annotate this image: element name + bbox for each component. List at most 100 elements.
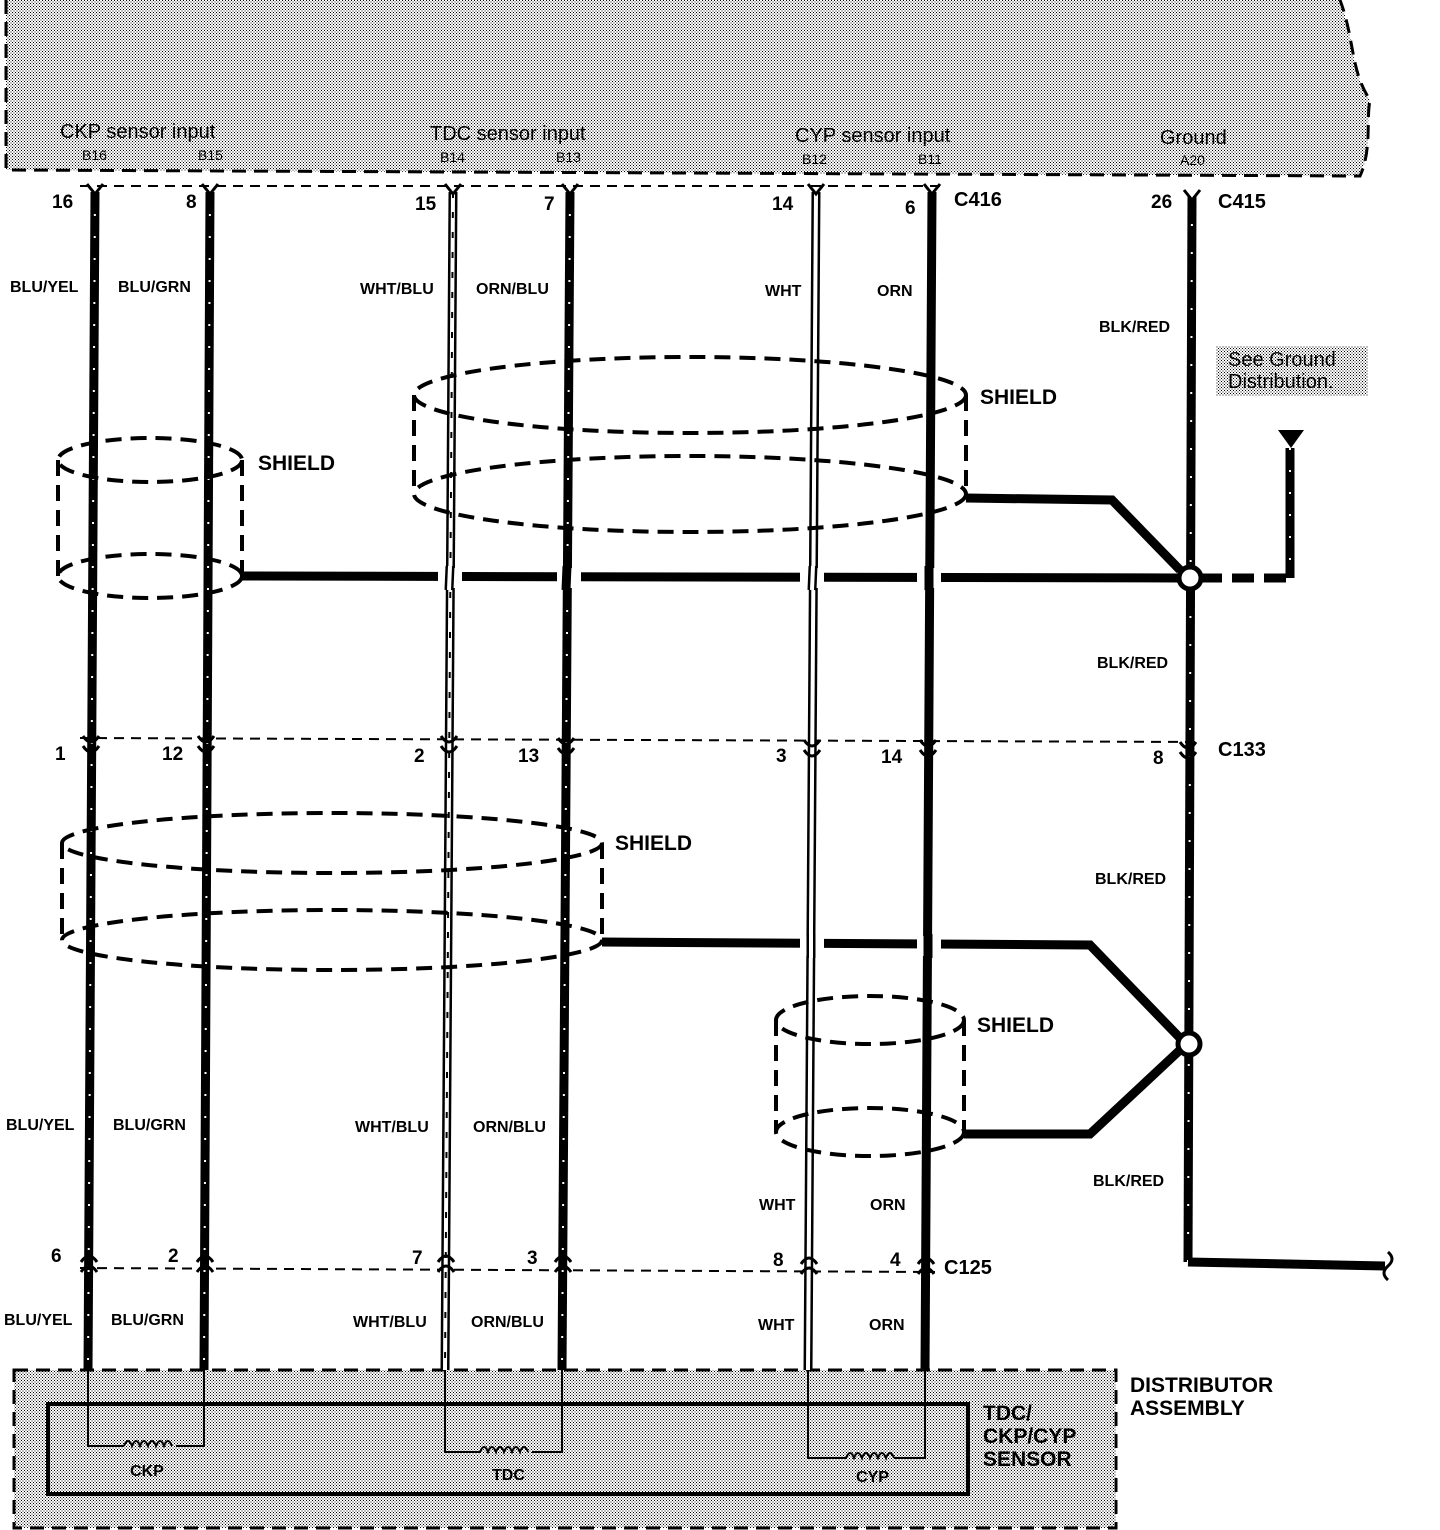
pin-c125-ckp-b: 2 bbox=[168, 1246, 179, 1267]
pin-c416-tdc-a: 15 bbox=[415, 194, 437, 215]
pin-c416-cyp-a: 14 bbox=[772, 194, 794, 215]
wires bbox=[83, 191, 1394, 1371]
ckp-pin-b15: B15 bbox=[198, 147, 223, 163]
pin-c416-ckp-a: 16 bbox=[52, 192, 73, 213]
continuation-icon bbox=[1382, 1250, 1394, 1282]
connector-lines bbox=[79, 185, 1201, 1273]
ground-note-text: See Ground Distribution. bbox=[1228, 349, 1341, 393]
ground-arrow-icon bbox=[1278, 430, 1304, 448]
ground-note-line: See Ground bbox=[1228, 349, 1336, 371]
wire-label-top-1: BLU/GRN bbox=[118, 279, 191, 296]
shield-3-top bbox=[60, 811, 604, 875]
pin-c125-cyp-b: 4 bbox=[890, 1250, 901, 1271]
ground-splices bbox=[1175, 430, 1304, 1058]
ground-pin-a20: A20 bbox=[1180, 152, 1205, 168]
ckp-coil-label: CKP bbox=[130, 1463, 164, 1480]
wire-orn bbox=[920, 191, 937, 1371]
ckp-coil-icon bbox=[123, 1440, 173, 1449]
wire-label-bottom-0: BLU/YEL bbox=[4, 1312, 73, 1329]
shield-labels: SHIELD SHIELD SHIELD SHIELD bbox=[258, 386, 1057, 1037]
wire-label-bottom-3: ORN/BLU bbox=[471, 1314, 544, 1331]
wire-wht-fill bbox=[806, 191, 818, 1371]
tdc-coil-icon bbox=[479, 1446, 529, 1455]
pin-c133-ckp-a: 1 bbox=[55, 744, 66, 765]
shield-1-bottom bbox=[56, 552, 244, 600]
connector-c125: C125 bbox=[944, 1257, 992, 1279]
pin-c133-ckp-b: 12 bbox=[162, 744, 183, 765]
wire-label-ground-3: BLK/RED bbox=[1093, 1173, 1164, 1190]
shield-label-4: SHIELD bbox=[977, 1014, 1054, 1037]
shields bbox=[56, 355, 968, 1158]
pin-c133-cyp-b: 14 bbox=[881, 747, 903, 768]
wire-label-bottom-5: ORN bbox=[869, 1317, 905, 1334]
cyp-pin-b11: B11 bbox=[918, 151, 942, 167]
wire-label-bottom-4: WHT bbox=[758, 1317, 795, 1334]
wire-label-top-0: BLU/YEL bbox=[10, 279, 79, 296]
tdc-pin-b13: B13 bbox=[556, 149, 581, 165]
cyp-input-label: CYP sensor input bbox=[795, 125, 951, 147]
pin-c416-ckp-b: 8 bbox=[186, 192, 197, 213]
wire-label-top-4: WHT bbox=[765, 283, 802, 300]
distributor-title-line2: ASSEMBLY bbox=[1130, 1397, 1245, 1420]
ground-note: See Ground Distribution. bbox=[1216, 346, 1368, 396]
pin-c415-ground: 26 bbox=[1151, 192, 1172, 213]
wire-label-top-3: ORN/BLU bbox=[476, 281, 549, 298]
wire-label-mid-2: WHT/BLU bbox=[355, 1119, 429, 1136]
connector-c133: C133 bbox=[1218, 739, 1266, 761]
wire-label-bottom-1: BLU/GRN bbox=[111, 1312, 184, 1329]
ckp-input-label: CKP sensor input bbox=[60, 121, 216, 143]
cyp-coil-icon bbox=[845, 1452, 895, 1461]
wire-label-top-2: WHT/BLU bbox=[360, 281, 434, 298]
wire-label-ground-2: BLK/RED bbox=[1095, 871, 1166, 888]
wire-label-mid-3: ORN/BLU bbox=[473, 1119, 546, 1136]
crossing-gaps bbox=[438, 568, 941, 956]
sensor-label-line2: CKP/CYP bbox=[983, 1425, 1076, 1448]
sensor-label-line3: SENSOR bbox=[983, 1448, 1072, 1471]
wire-blu-yel bbox=[83, 191, 100, 1371]
pin-c125-ckp-a: 6 bbox=[51, 1246, 62, 1267]
shield-label-1: SHIELD bbox=[258, 452, 335, 475]
shield-label-2: SHIELD bbox=[980, 386, 1057, 409]
shield-2-top bbox=[412, 355, 968, 435]
ckp-pin-b16: B16 bbox=[82, 147, 107, 163]
distributor-title-line1: DISTRIBUTOR bbox=[1130, 1374, 1273, 1397]
shield-2-bottom bbox=[412, 454, 968, 534]
ground-note-line-2: Distribution. bbox=[1228, 371, 1334, 393]
connector-c415: C415 bbox=[1218, 191, 1266, 213]
ground-input-label: Ground bbox=[1160, 127, 1227, 149]
wire-wht-blu-stripe bbox=[444, 191, 454, 1371]
terminals bbox=[79, 183, 1202, 1275]
tdc-coil-label: TDC bbox=[492, 1467, 525, 1484]
pin-c133-ground: 8 bbox=[1153, 748, 1164, 769]
shield-4-bottom bbox=[774, 1106, 966, 1158]
splice-upper bbox=[1176, 564, 1204, 592]
pin-c125-tdc-a: 7 bbox=[412, 1248, 423, 1269]
pin-c133-tdc-a: 2 bbox=[414, 746, 425, 767]
sensor-label-line1: TDC/ bbox=[983, 1402, 1032, 1425]
shield-label-3: SHIELD bbox=[615, 832, 692, 855]
wire-label-top-5: ORN bbox=[877, 283, 913, 300]
pin-c133-cyp-a: 3 bbox=[776, 746, 787, 767]
pin-c125-cyp-a: 8 bbox=[773, 1250, 784, 1271]
pin-c416-cyp-b: 6 bbox=[905, 198, 916, 219]
tdc-pin-b14: B14 bbox=[440, 149, 465, 165]
crossing-wire-restore bbox=[444, 565, 934, 958]
pin-c125-tdc-b: 3 bbox=[527, 1248, 538, 1269]
splice-lower bbox=[1175, 1030, 1203, 1058]
cyp-coil-label: CYP bbox=[856, 1469, 889, 1486]
pin-numbers: 16 8 15 7 14 6 26 1 12 2 13 3 14 8 6 2 7… bbox=[51, 192, 1172, 1271]
pcm-box: CKP sensor input B16 B15 TDC sensor inpu… bbox=[4, 0, 1372, 178]
connector-labels: C416 C415 C133 C125 bbox=[944, 189, 1266, 1279]
wire-color-labels: BLU/YEL BLU/GRN WHT/BLU ORN/BLU WHT ORN … bbox=[4, 279, 1170, 1334]
wire-label-ground-1: BLK/RED bbox=[1097, 655, 1168, 672]
wire-label-mid-5: ORN bbox=[870, 1197, 906, 1214]
pin-c416-tdc-b: 7 bbox=[544, 194, 555, 215]
shield-3-bottom bbox=[60, 908, 604, 972]
drain-wires bbox=[241, 448, 1295, 1139]
tdc-input-label: TDC sensor input bbox=[430, 123, 586, 145]
shield-4-top bbox=[774, 994, 966, 1046]
connector-c416: C416 bbox=[954, 189, 1002, 211]
cyp-pin-b12: B12 bbox=[802, 151, 827, 167]
pin-c133-tdc-b: 13 bbox=[518, 746, 539, 767]
